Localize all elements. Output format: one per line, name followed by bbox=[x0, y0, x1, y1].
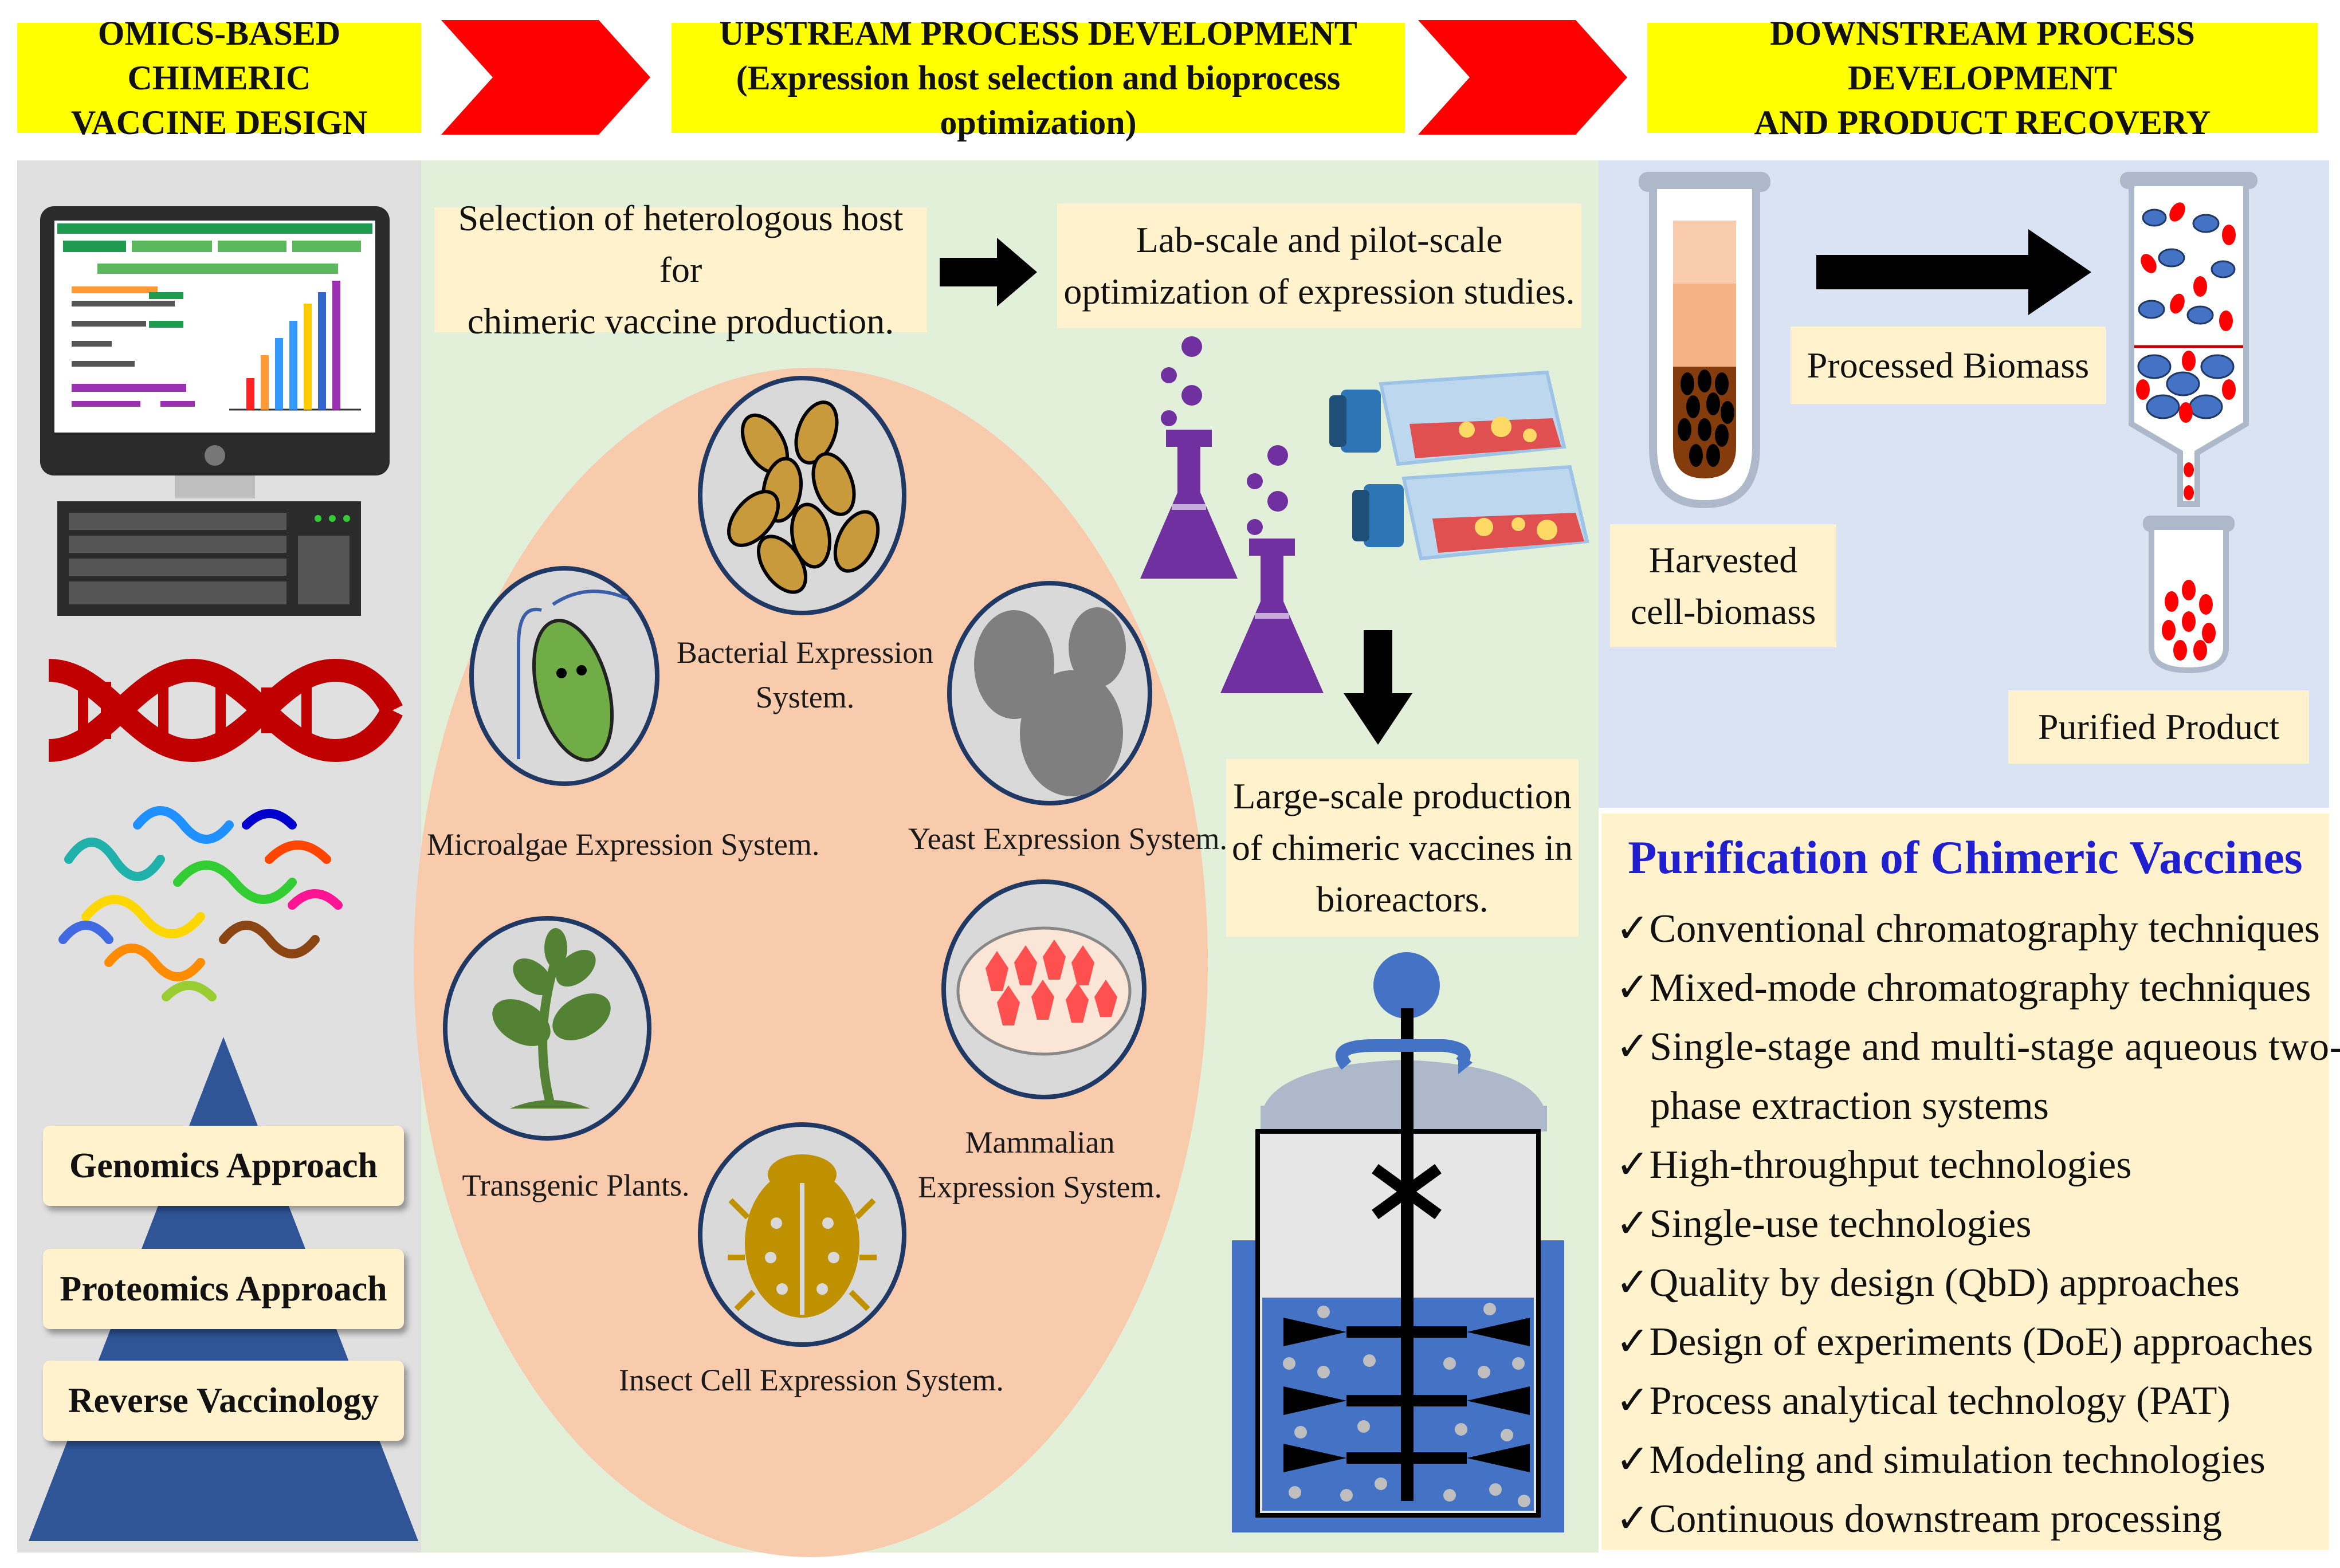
mammalian-cells-icon bbox=[941, 879, 1147, 1099]
bacterial-line2: System. bbox=[755, 680, 855, 714]
header-downstream: DOWNSTREAM PROCESS DEVELOPMENT AND PRODU… bbox=[1647, 14, 2318, 142]
mammalian-line2: Expression System. bbox=[918, 1170, 1162, 1204]
dna-icon bbox=[48, 658, 403, 763]
genomics-approach-label: Genomics Approach bbox=[43, 1126, 404, 1206]
yeast-icon bbox=[947, 581, 1152, 805]
bacteria-icon bbox=[698, 376, 906, 615]
purification-item: ✓High-throughput technologies bbox=[1616, 1143, 2132, 1187]
large-scale-box: Large-scale production of chimeric vacci… bbox=[1226, 759, 1579, 937]
purification-panel bbox=[1601, 814, 2329, 1550]
optimization-line1: Lab-scale and pilot-scale bbox=[1136, 219, 1503, 260]
header-upstream-line1: UPSTREAM PROCESS DEVELOPMENT bbox=[719, 14, 1357, 52]
flask-icon bbox=[1140, 336, 1238, 579]
purification-item: ✓Process analytical technology (PAT) bbox=[1616, 1379, 2231, 1423]
host-selection-line1: Selection of heterologous host for bbox=[458, 198, 904, 290]
purification-techniques-list: ✓Conventional chromatography techniques … bbox=[1616, 899, 2340, 1549]
computer-monitor-icon bbox=[40, 206, 390, 498]
harvested-biomass-label: Harvested cell-biomass bbox=[1610, 524, 1836, 647]
bacterial-line1: Bacterial Expression bbox=[676, 635, 934, 670]
purified-product-label: Purified Product bbox=[2008, 690, 2309, 764]
purification-item: ✓Single-use technologies bbox=[1616, 1202, 2032, 1246]
purification-item: ✓Design of experiments (DoE) approaches bbox=[1616, 1320, 2314, 1364]
header-downstream-line1: DOWNSTREAM PROCESS DEVELOPMENT bbox=[1770, 14, 2195, 97]
keyboard-icon bbox=[57, 501, 361, 616]
bioreactor-icon bbox=[1232, 952, 1564, 1532]
header-upstream-line2: (Expression host selection and bioproces… bbox=[736, 59, 1341, 142]
header-downstream-line2: AND PRODUCT RECOVERY bbox=[1754, 104, 2211, 142]
bacterial-system-label: Bacterial Expression System. bbox=[670, 630, 940, 720]
transgenic-plants-label: Transgenic Plants. bbox=[462, 1168, 690, 1202]
chevron-arrow-1 bbox=[441, 20, 650, 135]
harvested-biomass-tube-icon bbox=[1639, 172, 1770, 509]
large-scale-line2: of chimeric vaccines in bbox=[1231, 827, 1573, 868]
insect-system-label: Insect Cell Expression System. bbox=[619, 1363, 1004, 1397]
yeast-system-label: Yeast Expression System. bbox=[908, 822, 1228, 856]
purification-item: ✓Single-stage and multi-stage aqueous tw… bbox=[1616, 1025, 2340, 1069]
host-selection-box: Selection of heterologous host for chime… bbox=[434, 198, 927, 341]
host-selection-line2: chimeric vaccine production. bbox=[467, 301, 894, 341]
cell-culture-flask-icon bbox=[1329, 370, 1566, 466]
optimization-box: Lab-scale and pilot-scale optimization o… bbox=[1057, 203, 1581, 328]
purification-title: Purification of Chimeric Vaccines bbox=[1628, 831, 2303, 883]
purification-item: ✓Quality by design (QbD) approaches bbox=[1616, 1261, 2240, 1305]
large-scale-line1: Large-scale production bbox=[1233, 776, 1572, 816]
insect-icon bbox=[698, 1122, 906, 1347]
protein-structure-icon bbox=[58, 806, 343, 1001]
purification-item: ✓Conventional chromatography techniques bbox=[1616, 907, 2320, 951]
proteomics-approach-label: Proteomics Approach bbox=[43, 1249, 404, 1329]
arrow-right-icon bbox=[940, 238, 1037, 306]
header-omics-line1: OMICS-BASED CHIMERIC bbox=[97, 14, 341, 97]
flask-icon-2 bbox=[1220, 445, 1324, 693]
arrow-right-icon-2 bbox=[1816, 229, 2091, 315]
mammalian-system-label: Mammalian Expression System. bbox=[905, 1120, 1175, 1209]
mammalian-line1: Mammalian bbox=[965, 1125, 1115, 1160]
header-omics: OMICS-BASED CHIMERIC VACCINE DESIGN bbox=[17, 14, 421, 142]
optimization-line2: optimization of expression studies. bbox=[1063, 271, 1575, 312]
harvested-line1: Harvested bbox=[1648, 539, 1798, 580]
reverse-vaccinology-label: Reverse Vaccinology bbox=[43, 1361, 404, 1441]
header-omics-line2: VACCINE DESIGN bbox=[70, 104, 368, 142]
purification-item: ✓Modeling and simulation technologies bbox=[1616, 1438, 2266, 1482]
processed-biomass-label: Processed Biomass bbox=[1791, 327, 2106, 404]
microalgae-system-label: Microalgae Expression System. bbox=[427, 827, 820, 862]
arrow-down-icon bbox=[1344, 630, 1412, 745]
cell-culture-flask-icon-2 bbox=[1352, 465, 1589, 561]
microalgae-icon bbox=[469, 566, 659, 786]
purification-item: ✓Mixed-mode chromatography techniques bbox=[1616, 966, 2311, 1010]
harvested-line2: cell-biomass bbox=[1630, 591, 1816, 632]
plant-icon bbox=[443, 916, 651, 1141]
header-upstream: UPSTREAM PROCESS DEVELOPMENT (Expression… bbox=[672, 14, 1405, 142]
chromatography-column-icon bbox=[2120, 172, 2257, 674]
purification-item: ✓Continuous downstream processing bbox=[1616, 1497, 2222, 1541]
purification-item: phase extraction systems bbox=[1650, 1084, 2049, 1128]
chevron-arrow-2 bbox=[1418, 20, 1627, 135]
large-scale-line3: bioreactors. bbox=[1316, 879, 1489, 919]
